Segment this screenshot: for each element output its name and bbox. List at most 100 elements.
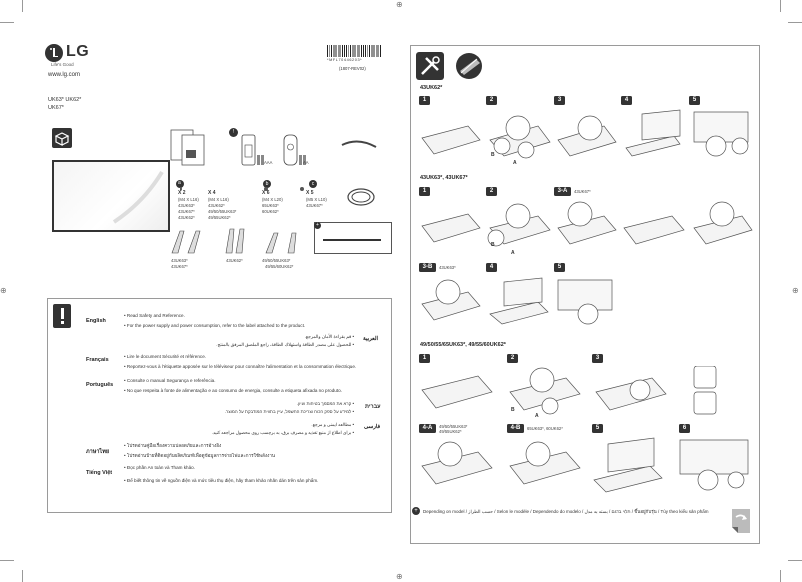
step-number: 5 bbox=[554, 263, 565, 272]
step-number: 4 bbox=[486, 263, 497, 272]
safety-line: • Read Safety and Reference. bbox=[124, 313, 185, 318]
manual-documents-icon bbox=[170, 129, 205, 166]
screw-c-count: X 5 bbox=[306, 190, 314, 196]
label-b: B bbox=[491, 152, 495, 158]
lang-thai: ภาษาไทย bbox=[86, 449, 110, 455]
screw-a2-model: 49/55UK62* bbox=[208, 215, 231, 220]
screw-a2-model: 43UK62* bbox=[208, 203, 225, 208]
screw-b-model: 65UK63* bbox=[262, 203, 279, 208]
optional-badge: ! bbox=[229, 128, 238, 137]
step-number: 6 bbox=[679, 424, 690, 433]
step-number: 1 bbox=[419, 354, 430, 363]
website: www.lg.com bbox=[48, 72, 81, 78]
screw-b-badge: b bbox=[263, 180, 271, 188]
section2-model: 43UK63*, 43UK67* bbox=[420, 175, 468, 181]
soft-surface-icon bbox=[456, 53, 482, 79]
lang-french: Français bbox=[86, 357, 109, 363]
section1-illustrations bbox=[421, 109, 749, 159]
registration-mark-left: ⊕ bbox=[0, 286, 7, 295]
safety-line-rtl: • קרא את המסמך בטיחות ועיון. bbox=[296, 401, 354, 406]
screw-a-badge bbox=[176, 180, 184, 188]
screw-c-model: 43UK67* bbox=[306, 203, 323, 208]
step-sublabel: 65UK63*, 60UK62* bbox=[527, 426, 563, 431]
step-number: 4-A bbox=[419, 424, 436, 433]
stand-label: 43UK67* bbox=[171, 264, 188, 269]
lang-hebrew: עברית bbox=[365, 404, 381, 410]
brand-tagline: Life's Good bbox=[51, 62, 74, 67]
screw-a-model: 43UK67* bbox=[178, 209, 195, 214]
revision-code: (1807-REV02) bbox=[339, 66, 366, 71]
lang-portuguese: Português bbox=[86, 382, 114, 388]
screw-a2-spec: (M4 X L16) bbox=[208, 197, 229, 202]
step-number: 3-B bbox=[419, 263, 436, 272]
registration-mark-right: ⊕ bbox=[792, 286, 799, 295]
label-b: B bbox=[511, 407, 515, 413]
step-sublabel: 43UK63* bbox=[439, 265, 456, 270]
cable-holder-box bbox=[314, 222, 392, 254]
screw-b-spec: (M4 X L20) bbox=[262, 197, 283, 202]
safety-line: • โปรดอ่านป้ายที่ติดอยู่กับผลิตภัณฑ์เพื่… bbox=[124, 453, 276, 458]
safety-line-rtl: • للحصول على مصدر الطاقة واستهلاك الطاقة… bbox=[216, 342, 354, 347]
warning-icon bbox=[53, 304, 71, 328]
page-turn-icon bbox=[732, 509, 750, 533]
screw-b-model: 60UK62* bbox=[262, 209, 279, 214]
label-a: A bbox=[511, 250, 515, 256]
step-number: 1 bbox=[419, 96, 430, 105]
safety-line: • โปรดอ่านคู่มือเรื่องความปลอดภัยและการอ… bbox=[124, 443, 222, 448]
stand-label: 49/50/55UK63* bbox=[262, 258, 291, 263]
screw-a2-model: 49/50/55UK63* bbox=[208, 209, 237, 214]
lang-vietnamese: Tiếng Việt bbox=[86, 470, 113, 476]
crop-mark bbox=[22, 0, 23, 12]
screw-c-spec: (M5 X L10) bbox=[306, 197, 327, 202]
step-number: 4-B bbox=[507, 424, 524, 433]
plus-badge-icon: + bbox=[314, 222, 321, 229]
screw-a-model: 43UK63* bbox=[178, 203, 195, 208]
screw-a2-count: X 4 bbox=[208, 190, 216, 196]
stand-label: 43UK62* bbox=[226, 258, 243, 263]
section2-illustrations-row2 bbox=[421, 277, 613, 325]
tv-illustration bbox=[52, 160, 170, 232]
models-line-1: UK63* UK62* bbox=[48, 97, 82, 103]
battery-aa-label: AA bbox=[303, 160, 309, 165]
step-number: 3 bbox=[592, 354, 603, 363]
registration-mark-top: ⊕ bbox=[396, 0, 403, 9]
crop-mark bbox=[22, 570, 23, 582]
safety-line: • No que respeita à fonte de alimentação… bbox=[124, 388, 342, 393]
tools-icon bbox=[416, 52, 444, 80]
crop-mark bbox=[780, 0, 781, 12]
registration-mark-bottom: ⊕ bbox=[396, 572, 403, 581]
remote-controls-icon bbox=[241, 134, 306, 166]
label-b: B bbox=[491, 242, 495, 248]
step-number: 5 bbox=[592, 424, 603, 433]
screw-a-model: 43UK62* bbox=[178, 215, 195, 220]
step-number: 2 bbox=[507, 354, 518, 363]
crop-mark bbox=[788, 560, 802, 561]
safety-line-rtl: • مطالعه ایمنی و مرجع. bbox=[311, 422, 354, 427]
lang-english: English bbox=[86, 318, 106, 324]
step-number: 2 bbox=[486, 96, 497, 105]
step-sublabel: 49/50/55UK63* 49/55UK62* bbox=[439, 424, 468, 434]
section3-model: 49/50/55/65UK63*, 49/55/60UK62* bbox=[420, 342, 506, 348]
screw-icons bbox=[180, 187, 304, 191]
crop-mark bbox=[788, 22, 802, 23]
section1-model: 43UK62* bbox=[420, 85, 443, 91]
safety-line-rtl: • برای اطلاع از منبع تغذیه و مصرف برق، ب… bbox=[211, 430, 354, 435]
safety-line: • Lire le document Sécurité et référence… bbox=[124, 354, 207, 359]
safety-line: • Đọc phần An toàn và Tham khảo. bbox=[124, 465, 195, 470]
safety-line: • For the power supply and power consump… bbox=[124, 323, 306, 328]
safety-line: • Reportez-vous à l'étiquette apposée su… bbox=[124, 364, 357, 369]
plus-icon: + bbox=[412, 507, 420, 515]
step-number: 4 bbox=[621, 96, 632, 105]
step-sublabel: 43UK67* bbox=[574, 189, 591, 194]
lg-logo-icon bbox=[45, 44, 63, 62]
barcode-digits: *MFL70446203* bbox=[327, 58, 363, 62]
crop-mark bbox=[0, 22, 14, 23]
label-a: A bbox=[513, 160, 517, 166]
safety-line: • Consulte o manual Segurança e referênc… bbox=[124, 378, 216, 383]
safety-line-rtl: • למידע על ספק הכוח וצריכת החשמל, עיין ב… bbox=[224, 409, 354, 414]
safety-line: • Để biết thông tin về nguồn điện và mức… bbox=[124, 478, 319, 483]
section3-illustrations-row1 bbox=[421, 366, 717, 415]
models-line-2: UK67* bbox=[48, 105, 64, 111]
screw-c-badge: c bbox=[309, 180, 317, 188]
battery-aaa-label: AAA bbox=[264, 160, 273, 165]
